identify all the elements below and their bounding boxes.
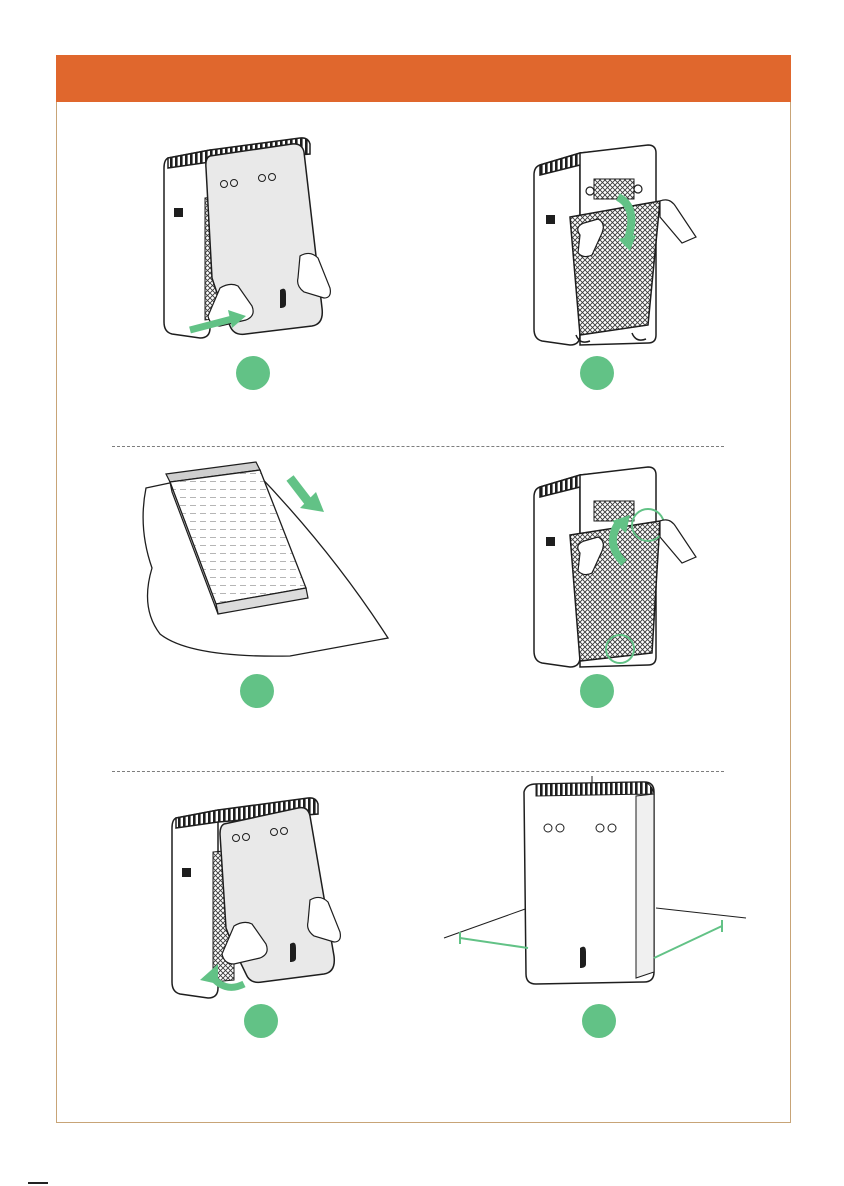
pull-out-old-filter-illustration <box>520 135 720 357</box>
page-edge-mark <box>28 1182 48 1184</box>
step-badge-5 <box>244 1004 278 1038</box>
insert-new-filter-illustration <box>520 457 720 679</box>
step-badge-3 <box>240 674 274 708</box>
place-purifier-with-clearance-illustration <box>440 772 770 996</box>
step-badge-2 <box>580 356 614 390</box>
step-badge-4 <box>580 674 614 708</box>
remove-front-panel-illustration <box>150 128 350 350</box>
reattach-front-panel-illustration <box>158 788 358 1010</box>
row-divider-1 <box>112 446 724 447</box>
step-badge-6 <box>582 1004 616 1038</box>
header-bar <box>56 55 791 102</box>
unwrap-new-filter-illustration <box>130 458 394 662</box>
step-badge-1 <box>236 356 270 390</box>
